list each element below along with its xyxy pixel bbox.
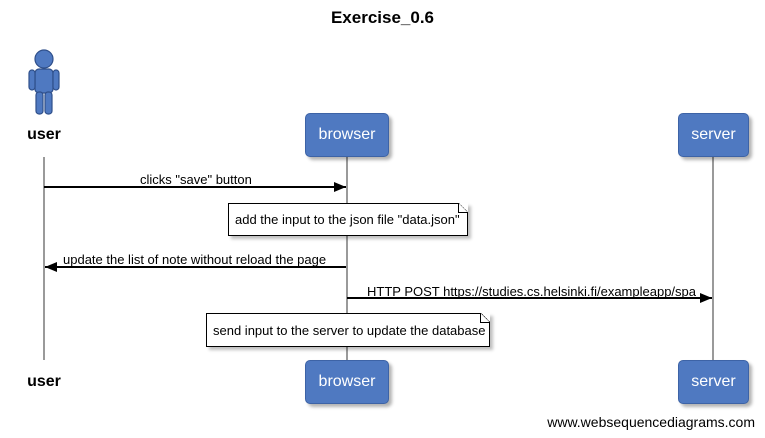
note-1: add the input to the json file "data.jso… [228, 203, 468, 236]
note-fold-icon [458, 203, 468, 213]
server-participant-top: server [678, 113, 749, 157]
server-participant-bottom: server [678, 360, 749, 404]
browser-participant-top: browser [305, 113, 389, 157]
note-1-text: add the input to the json file "data.jso… [235, 212, 460, 227]
browser-lifeline [346, 157, 348, 360]
server-lifeline [712, 157, 714, 360]
message-label-1: clicks "save" button [140, 172, 252, 187]
note-2-text: send input to the server to update the d… [213, 322, 486, 338]
user-label-bottom: user [27, 373, 61, 390]
message-label-2: update the list of note without reload t… [63, 252, 327, 267]
user-actor-icon [28, 49, 60, 115]
note-2: send input to the server to update the d… [206, 313, 490, 347]
message-label-3: HTTP POST https://studies.cs.helsinki.fi… [367, 284, 696, 299]
note-fold-icon [480, 313, 490, 323]
footer-watermark: www.websequencediagrams.com [547, 414, 755, 430]
user-label-top: user [27, 126, 61, 143]
user-lifeline [43, 157, 45, 360]
diagram-title: Exercise_0.6 [330, 8, 435, 27]
browser-participant-bottom: browser [305, 360, 389, 404]
